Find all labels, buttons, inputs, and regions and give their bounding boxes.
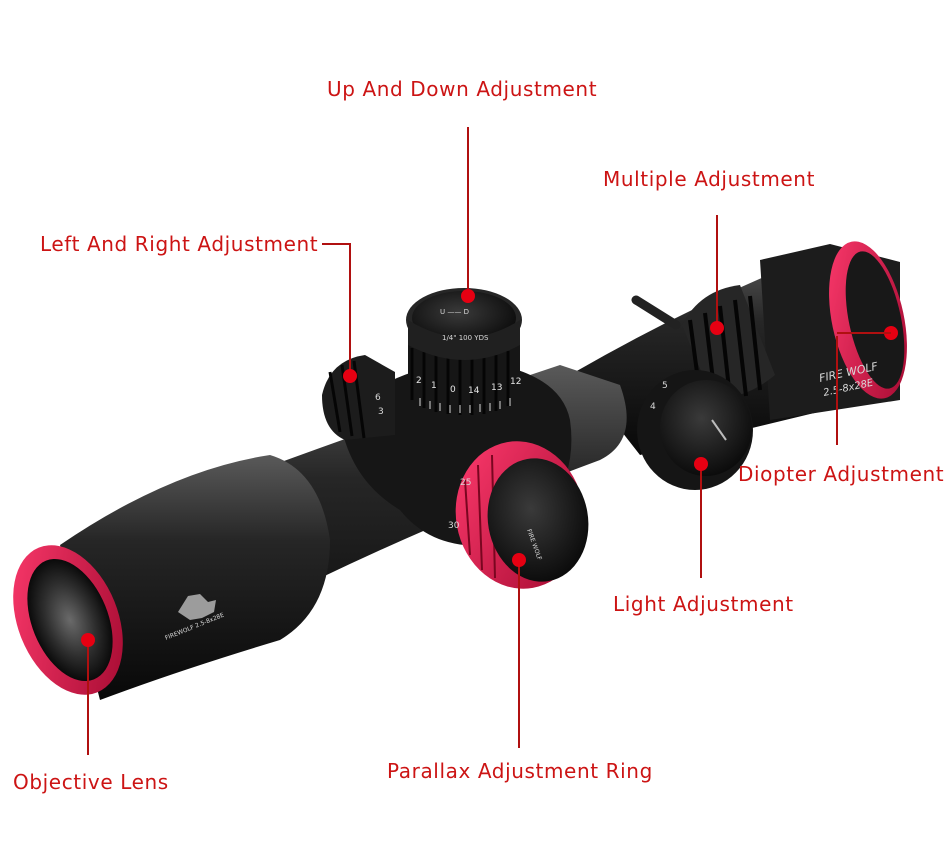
svg-text:1/4" 100 YDS: 1/4" 100 YDS xyxy=(442,334,489,342)
label-objective-lens: Objective Lens xyxy=(13,770,169,794)
svg-text:30: 30 xyxy=(448,521,460,531)
svg-text:6: 6 xyxy=(375,393,381,403)
dot-up-down xyxy=(461,289,475,303)
elevation-turret[interactable]: 1/4" 100 YDS U —— D 2 1 0 14 13 12 xyxy=(406,288,522,415)
label-diopter-adjustment: Diopter Adjustment xyxy=(738,462,945,486)
zoom-lever[interactable] xyxy=(631,295,681,330)
wolf-logo xyxy=(178,594,216,620)
callout-dots xyxy=(81,289,898,647)
svg-text:3: 3 xyxy=(378,407,384,417)
label-parallax-adjustment-ring: Parallax Adjustment Ring xyxy=(387,759,653,783)
dot-multiple xyxy=(710,321,724,335)
label-up-down-adjustment: Up And Down Adjustment xyxy=(327,77,598,101)
callout-leaders xyxy=(87,127,838,755)
svg-text:2: 2 xyxy=(416,376,422,386)
dot-parallax xyxy=(512,553,526,567)
svg-text:12: 12 xyxy=(510,377,521,387)
parallax-turret[interactable]: FIRE WOLF 25 30 xyxy=(444,431,598,599)
svg-text:5: 5 xyxy=(662,381,668,391)
svg-text:13: 13 xyxy=(491,383,502,393)
leader-left-right xyxy=(322,243,351,370)
label-light-adjustment: Light Adjustment xyxy=(613,592,794,616)
svg-text:0: 0 xyxy=(450,385,456,395)
dot-left-right xyxy=(343,369,357,383)
dot-light xyxy=(694,457,708,471)
svg-text:25: 25 xyxy=(460,478,471,488)
svg-text:4: 4 xyxy=(650,402,656,412)
magnification-ring[interactable] xyxy=(682,285,775,399)
svg-text:1: 1 xyxy=(431,381,437,391)
label-multiple-adjustment: Multiple Adjustment xyxy=(603,167,816,191)
label-left-right-adjustment: Left And Right Adjustment xyxy=(40,232,319,256)
windage-turret[interactable]: 6 3 xyxy=(322,355,395,440)
svg-text:U —— D: U —— D xyxy=(440,308,469,316)
objective-lens xyxy=(27,558,113,682)
svg-text:14: 14 xyxy=(468,386,480,396)
dot-objective xyxy=(81,633,95,647)
illumination-turret[interactable]: 4 5 xyxy=(637,370,753,490)
objective-bell: FIREWOLF 2.5-8x28E xyxy=(13,455,330,700)
